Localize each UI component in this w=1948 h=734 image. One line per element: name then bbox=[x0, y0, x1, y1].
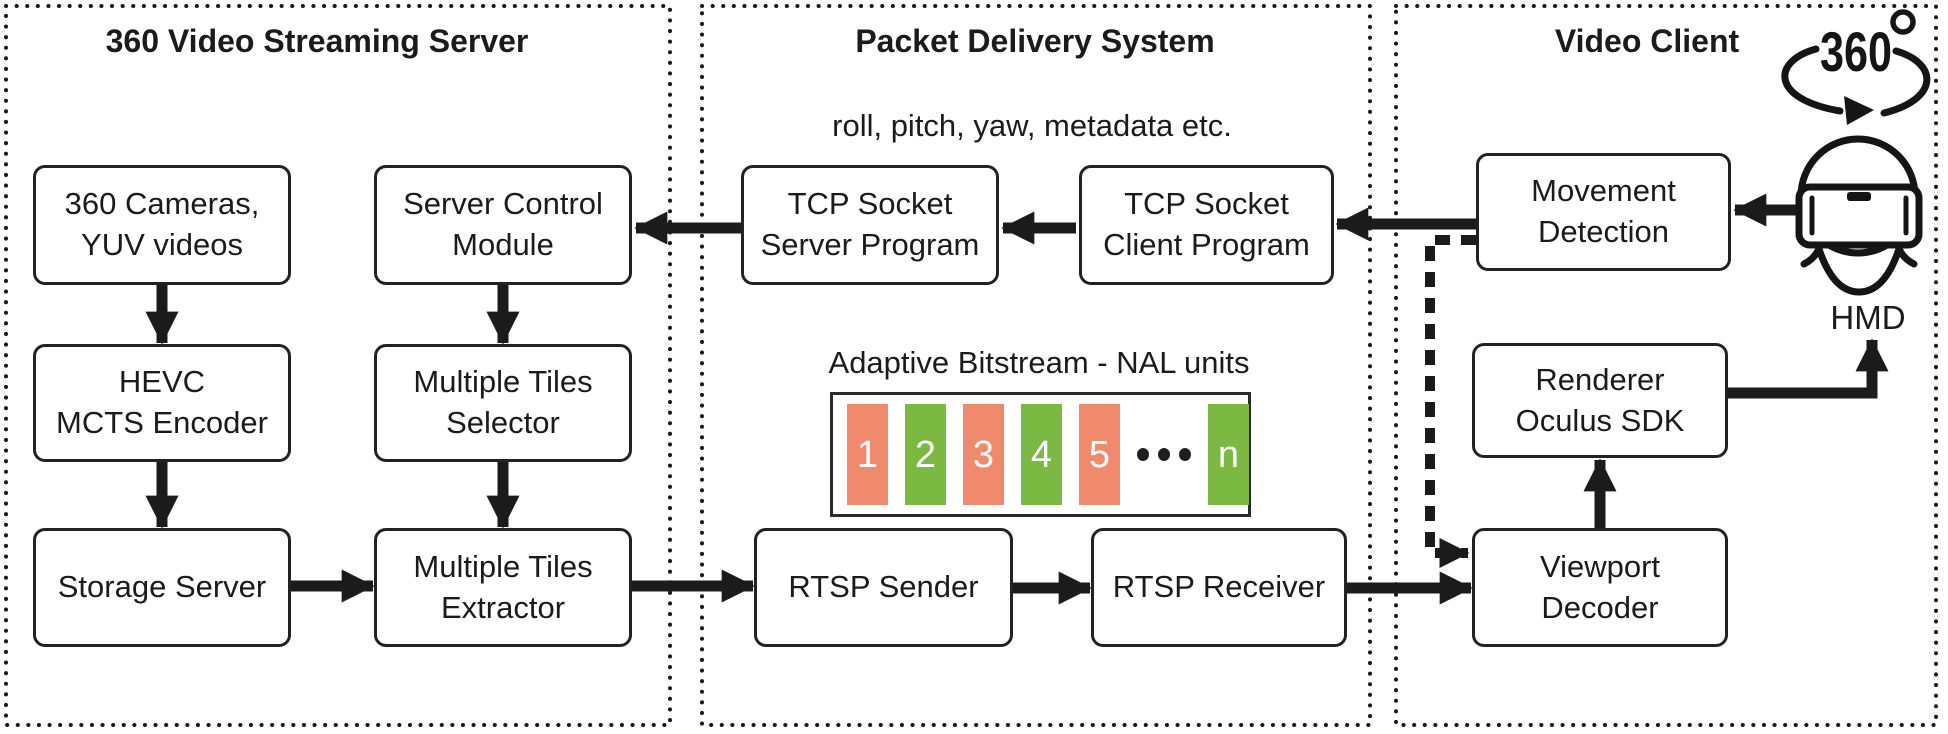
hmd-label: HMD bbox=[1830, 299, 1906, 336]
node-tcp-socket-server: TCP Socket Server Program bbox=[741, 165, 999, 285]
dashed-arrow-movement-to-viewport bbox=[1425, 235, 1476, 568]
degree-symbol bbox=[1890, 9, 1916, 35]
node-hevc-mcts-encoder: HEVC MCTS Encoder bbox=[33, 344, 291, 462]
nal-ellipsis bbox=[1137, 448, 1191, 461]
nal-unit-1: 1 bbox=[847, 404, 888, 505]
node-viewport-decoder: Viewport Decoder bbox=[1472, 528, 1728, 647]
node-rtsp-sender: RTSP Sender bbox=[754, 528, 1013, 647]
bitstream-label: Adaptive Bitstream - NAL units bbox=[828, 345, 1250, 380]
server-section-title: 360 Video Streaming Server bbox=[105, 23, 529, 59]
node-tiles-selector: Multiple Tiles Selector bbox=[374, 344, 632, 462]
metadata-label: roll, pitch, yaw, metadata etc. bbox=[832, 108, 1232, 143]
node-storage-server: Storage Server bbox=[33, 528, 291, 647]
hmd-goggles bbox=[1795, 183, 1923, 249]
hmd-chin bbox=[1800, 245, 1918, 296]
node-tiles-extractor: Multiple Tiles Extractor bbox=[374, 528, 632, 647]
hmd-head bbox=[1797, 135, 1919, 257]
hmd-icon bbox=[1795, 135, 1923, 296]
delivery-section-title: Packet Delivery System bbox=[855, 23, 1215, 59]
rotation-arrowhead bbox=[1844, 96, 1874, 125]
nal-unit-4: 4 bbox=[1021, 404, 1062, 505]
nal-unit-n: n bbox=[1208, 404, 1249, 505]
nal-unit-3: 3 bbox=[963, 404, 1004, 505]
rotation-arc-right bbox=[1880, 47, 1931, 117]
node-rtsp-receiver: RTSP Receiver bbox=[1091, 528, 1347, 647]
node-renderer-oculus: Renderer Oculus SDK bbox=[1472, 343, 1728, 458]
nal-unit-2: 2 bbox=[905, 404, 946, 505]
client-section-title: Video Client bbox=[1554, 23, 1740, 59]
arrow-renderer-to-hmd bbox=[1728, 338, 1889, 399]
node-tcp-socket-client: TCP Socket Client Program bbox=[1079, 165, 1334, 285]
node-movement-detection: Movement Detection bbox=[1476, 153, 1731, 271]
node-server-control: Server Control Module bbox=[374, 165, 632, 285]
rotation-360-text: 360 bbox=[1820, 20, 1892, 83]
rotation-arc-left bbox=[1781, 45, 1844, 115]
rotation-360-icon: 360 bbox=[1781, 9, 1931, 125]
hmd-goggles-slot bbox=[1847, 192, 1871, 201]
nal-unit-5: 5 bbox=[1079, 404, 1120, 505]
node-360-cameras: 360 Cameras, YUV videos bbox=[33, 165, 291, 285]
